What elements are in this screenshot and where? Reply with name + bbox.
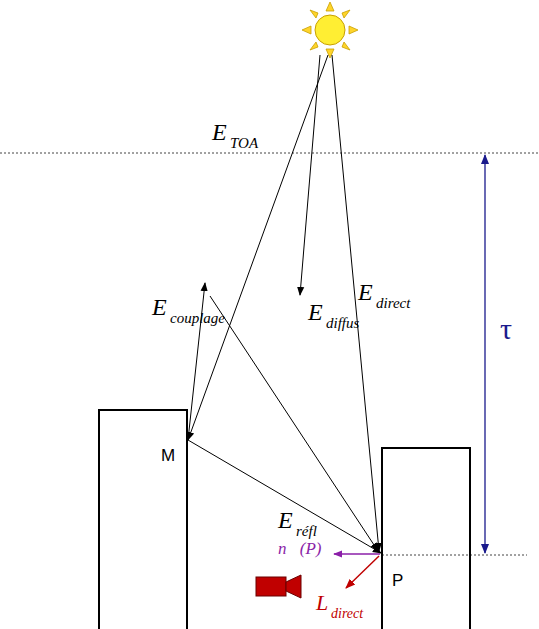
radiance-ray	[346, 556, 379, 588]
point-label: M	[161, 447, 175, 464]
ray-to-m	[188, 55, 328, 440]
symbol-label: E	[358, 280, 373, 304]
reflection-ray	[188, 440, 381, 553]
ray-direct	[332, 55, 379, 551]
sun	[302, 2, 358, 58]
building: M	[98, 409, 188, 629]
subscript-label: direct	[376, 296, 410, 311]
symbol-label: E	[152, 295, 167, 319]
building: P	[381, 447, 471, 629]
subscript-label: TOA	[230, 136, 258, 151]
tau-arrow	[484, 155, 485, 553]
ray-couplage-up	[188, 283, 205, 440]
subscript-label: diffus	[326, 316, 359, 331]
symbol-label: E	[278, 508, 293, 532]
subscript-label: réfl	[296, 524, 317, 539]
subscript-label: direct	[331, 607, 363, 621]
camera-icon	[256, 575, 301, 598]
symbol-label: E	[308, 300, 323, 324]
tau-label: τ	[500, 314, 512, 344]
symbol-label: E	[212, 120, 227, 144]
ground-level-line	[382, 555, 527, 556]
ray-couplage-down	[210, 296, 378, 551]
normal-label: n⃗(P)	[278, 540, 321, 557]
normal-vector	[334, 553, 380, 554]
subscript-label: couplage	[170, 311, 225, 326]
point-label: P	[392, 572, 403, 589]
ray-diffus	[300, 55, 320, 295]
symbol-label: L	[316, 592, 328, 614]
toa-line	[0, 153, 539, 154]
